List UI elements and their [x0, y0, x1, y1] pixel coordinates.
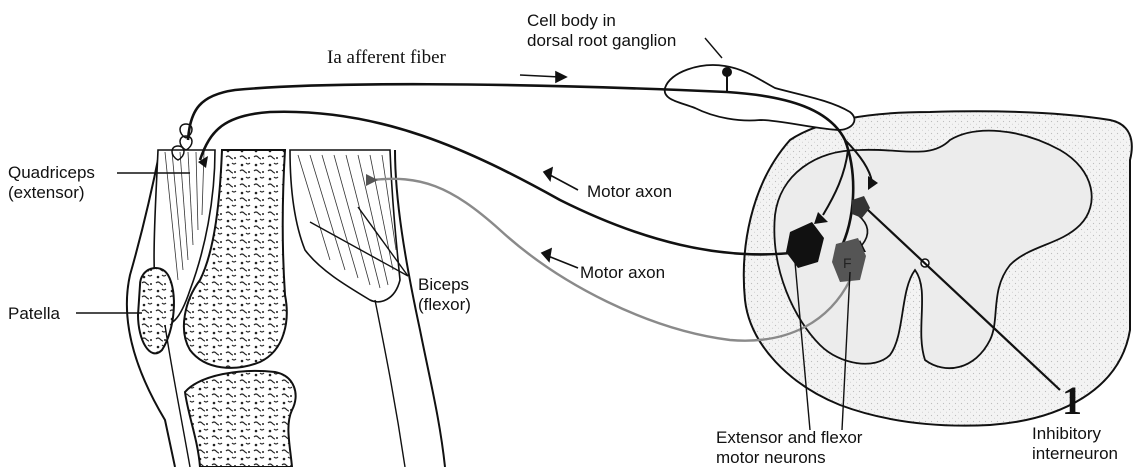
motor-neurons-label: Extensor and flexor motor neurons — [716, 428, 862, 468]
ia-afferent-fiber-label: Ia afferent fiber — [327, 48, 446, 68]
biceps-label: Biceps (flexor) — [418, 275, 471, 315]
motor-axon-label-2: Motor axon — [580, 263, 665, 283]
interneuron-number: 1 — [1062, 381, 1082, 421]
cell-body-label: Cell body in dorsal root ganglion — [527, 11, 676, 51]
patella — [138, 268, 174, 353]
quadriceps-label: Quadriceps (extensor) — [8, 163, 95, 203]
tibia — [185, 371, 296, 467]
biceps-muscle — [290, 150, 400, 302]
dorsal-root-ganglion — [665, 65, 855, 130]
extensor-motor-axon — [200, 112, 800, 255]
motor-axon-label-1: Motor axon — [587, 182, 672, 202]
flexor-letter: F — [843, 253, 852, 273]
dorsal-root-ganglion-cell-body — [722, 67, 732, 77]
patella-label: Patella — [8, 304, 60, 324]
inhibitory-interneuron-label: Inhibitory interneuron — [1032, 424, 1118, 464]
